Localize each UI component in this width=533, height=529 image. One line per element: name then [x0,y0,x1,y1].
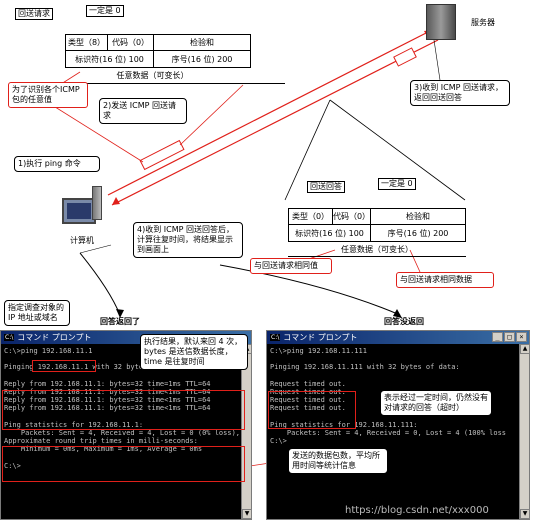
console-app-icon: C:\ [270,334,281,341]
bottom-packet-row1: 类型（0） 代码（0） 检验和 [288,208,466,225]
left-line: Approximate round trip times in milli-se… [4,437,198,446]
left-console-scrollbar[interactable]: ▲ ▼ [241,344,252,519]
top-type-tag: 回送请求 [15,8,53,20]
right-line: Request timed out. [270,404,346,413]
callout-timeout-note: 表示经过一定时间，仍然没有对请求的回答（超时） [380,390,492,416]
left-line: Minimum = 0ms, Maximum = 1ms, Average = … [4,445,203,454]
top-type-cell: 类型（8） [66,35,108,50]
right-line [270,355,516,363]
left-line: Reply from 192.168.11.1: bytes=32 time<1… [4,404,211,413]
scroll-up-icon[interactable]: ▲ [520,344,530,354]
right-console-output[interactable]: C:\>ping 192.168.11.111 Pinging 192.168.… [267,344,519,519]
bottom-identifier-cell: 标识符(16 位) 100 [289,225,371,241]
left-line: Reply from 192.168.11.1: bytes=32 time<1… [4,388,211,397]
callout-stats-note: 发送的数据包数，平均所用时间等统计信息 [288,448,388,474]
top-data-cell: 任意数据（可变长） [116,71,189,80]
bottom-code-tag: 一定是 0 [378,178,416,190]
close-icon[interactable]: × [516,332,527,342]
right-line: Request timed out. [270,388,346,397]
bottom-packet-row2: 标识符(16 位) 100 序号(16 位) 200 [288,225,466,242]
callout-step2: 2)发送 ICMP 回送请求 [99,98,187,124]
right-console-window: C:\ コマンド プロンプト _ □ × C:\>ping 192.168.11… [266,330,530,520]
computer-tower-icon [92,186,102,220]
top-code-tag: 一定是 0 [86,5,124,17]
request-arrow-lower [111,39,439,206]
right-line: Request timed out. [270,396,346,405]
callout-step4: 4)收到 ICMP 回送回答后，计算往复时间，将结果显示到画面上 [133,222,243,258]
fan-line-3 [284,99,331,201]
fan-line-4 [329,99,466,201]
heading-no-reply: 回答没返回 [384,317,424,326]
right-console-scrollbar[interactable]: ▲ ▼ [519,344,530,519]
console-app-icon: C:\ [4,334,15,341]
right-window-controls: _ □ × [492,332,527,342]
server-icon [426,4,456,40]
minimize-icon[interactable]: _ [492,332,503,342]
right-line: Pinging 192.168.11.111 with 32 bytes of … [270,363,460,372]
highlight-stats [2,446,245,482]
top-packet-row3: 任意数据（可变长） [20,68,285,84]
top-packet-row1: 类型（8） 代码（0） 检验和 [65,34,251,51]
top-packet-row2: 标识符(16 位) 100 序号(16 位) 200 [65,51,251,68]
callout-target-ip: 指定调查对象的 IP 地址或域名 [4,300,70,326]
top-code-cell: 代码（0） [108,35,154,50]
server-label: 服务器 [471,18,495,27]
right-line [270,372,516,380]
bottom-type-cell: 类型（0） [289,209,333,224]
fan-line-2 [179,84,244,146]
bottom-type-tag: 回送回答 [307,181,345,193]
highlight-timeouts [268,391,356,429]
bottom-sequence-cell: 序号(16 位) 200 [387,228,449,238]
bottom-code-cell: 代码（0） [333,209,371,224]
left-line: C:\>ping 192.168.11.1 [4,347,93,355]
scroll-down-icon[interactable]: ▼ [242,509,252,519]
top-checksum-cell: 检验和 [190,38,214,47]
callout-id-note: 为了识别各个ICMP包的任意值 [8,82,88,108]
bottom-packet-row3: 任意数据（可变长） [288,242,466,257]
wire-packet-top [139,139,185,171]
scroll-down-icon[interactable]: ▼ [520,509,530,519]
bottom-checksum-cell: 检验和 [406,212,430,221]
right-line: Request timed out. [270,379,346,388]
left-line: Ping statistics for 192.168.11.1: [4,420,144,429]
right-line: C:\>ping 192.168.11.111 [270,347,367,355]
left-line: C:\> [4,461,21,470]
heading-reply-returned: 回答返回了 [100,317,140,326]
top-sequence-cell: 序号(16 位) 200 [171,54,233,64]
left-line [4,372,238,380]
left-line: Reply from 192.168.11.1: bytes=32 time=1… [4,379,211,388]
right-line: Ping statistics for 192.168.11.111: [270,420,418,429]
callout-step3: 3)收到 ICMP 回送请求，返回回送回答 [410,80,510,106]
watermark: https://blog.csdn.net/xxx000 [345,505,489,516]
callout-result-note: 执行结果，默认来回 4 次，bytes 是送信数据长度，time 是往复时间 [140,334,248,370]
maximize-icon[interactable]: □ [504,332,515,342]
left-line: Packets: Sent = 4, Received = 4, Lost = … [4,429,241,438]
right-console-titlebar[interactable]: C:\ コマンド プロンプト [267,331,529,344]
highlight-replies [2,390,245,430]
right-line: C:\> [270,437,287,446]
reply-arrowhead [112,197,120,205]
callout-step1: 1)执行 ping 命令 [14,156,100,172]
highlight-target-ip [32,360,96,372]
top-identifier-cell: 标识符(16 位) 100 [66,51,154,67]
wire-packet-bottom [393,47,417,67]
bottom-data-cell: 任意数据（可变长） [341,244,413,254]
callout-same-data: 与回送请求相同数据 [396,272,494,288]
computer-label: 计算机 [70,236,94,245]
right-line: Packets: Sent = 4, Received = 0, Lost = … [270,429,507,438]
request-arrow-upper [107,29,433,196]
right-console-title: コマンド プロンプト [283,333,358,342]
callout-same-value: 与回送请求相同值 [250,258,332,274]
left-console-title: コマンド プロンプト [17,333,92,342]
left-line: Reply from 192.168.11.1: bytes=32 time<1… [4,396,211,405]
computer-icon [62,198,96,224]
